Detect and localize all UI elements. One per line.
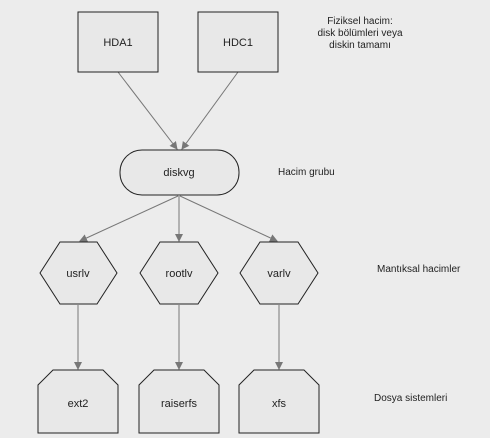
physical-volume-box xyxy=(197,11,279,73)
file-systems-caption: Dosya sistemleri xyxy=(374,393,448,404)
logical-volume-node-varlv: varlv xyxy=(239,241,319,305)
volume-group-node: diskvg xyxy=(119,149,240,196)
volume-group-label: diskvg xyxy=(163,167,194,179)
logical-volume-hexagon xyxy=(139,241,219,305)
caption-line: Fiziksel hacim: xyxy=(327,16,393,27)
logical-volume-hexagon xyxy=(39,241,118,305)
physical-volume-label: HDA1 xyxy=(103,37,132,49)
logical-volume-hexagon xyxy=(239,241,319,305)
arrow-diskvg-to-varlv xyxy=(179,195,278,242)
arrow-hda1-to-diskvg xyxy=(117,71,178,150)
physical-volume-node-hda1: HDA1 xyxy=(77,11,159,73)
logical-volume-label: rootlv xyxy=(166,268,193,280)
volume-group-pill xyxy=(119,149,240,196)
arrow-hdc1-to-diskvg xyxy=(181,71,239,150)
file-system-node-raiserfs: raiserfs xyxy=(138,369,220,434)
caption-line: diskin tamamı xyxy=(329,40,391,51)
file-system-label: xfs xyxy=(272,398,287,410)
file-system-node-xfs: xfs xyxy=(238,369,320,434)
volume-group-caption: Hacim grubu xyxy=(278,167,335,178)
logical-volumes-caption: Mantıksal hacimler xyxy=(377,264,461,275)
file-system-node-ext2: ext2 xyxy=(37,369,119,434)
connectors xyxy=(74,71,283,370)
physical-volume-caption: Fiziksel hacim: disk bölümleri veya disk… xyxy=(302,16,418,52)
logical-volume-label: usrlv xyxy=(66,268,90,280)
physical-volume-box xyxy=(77,11,159,73)
logical-volume-node-usrlv: usrlv xyxy=(39,241,118,305)
physical-volume-label: HDC1 xyxy=(223,37,253,49)
physical-volume-node-hdc1: HDC1 xyxy=(197,11,279,73)
file-system-label: raiserfs xyxy=(161,398,198,410)
caption-line: disk bölümleri veya xyxy=(317,28,403,39)
file-system-shape xyxy=(138,369,220,434)
logical-volume-label: varlv xyxy=(267,268,291,280)
file-system-label: ext2 xyxy=(68,398,89,410)
logical-volume-node-rootlv: rootlv xyxy=(139,241,219,305)
file-system-shape xyxy=(238,369,320,434)
file-system-shape xyxy=(37,369,119,434)
arrow-diskvg-to-usrlv xyxy=(79,195,179,242)
